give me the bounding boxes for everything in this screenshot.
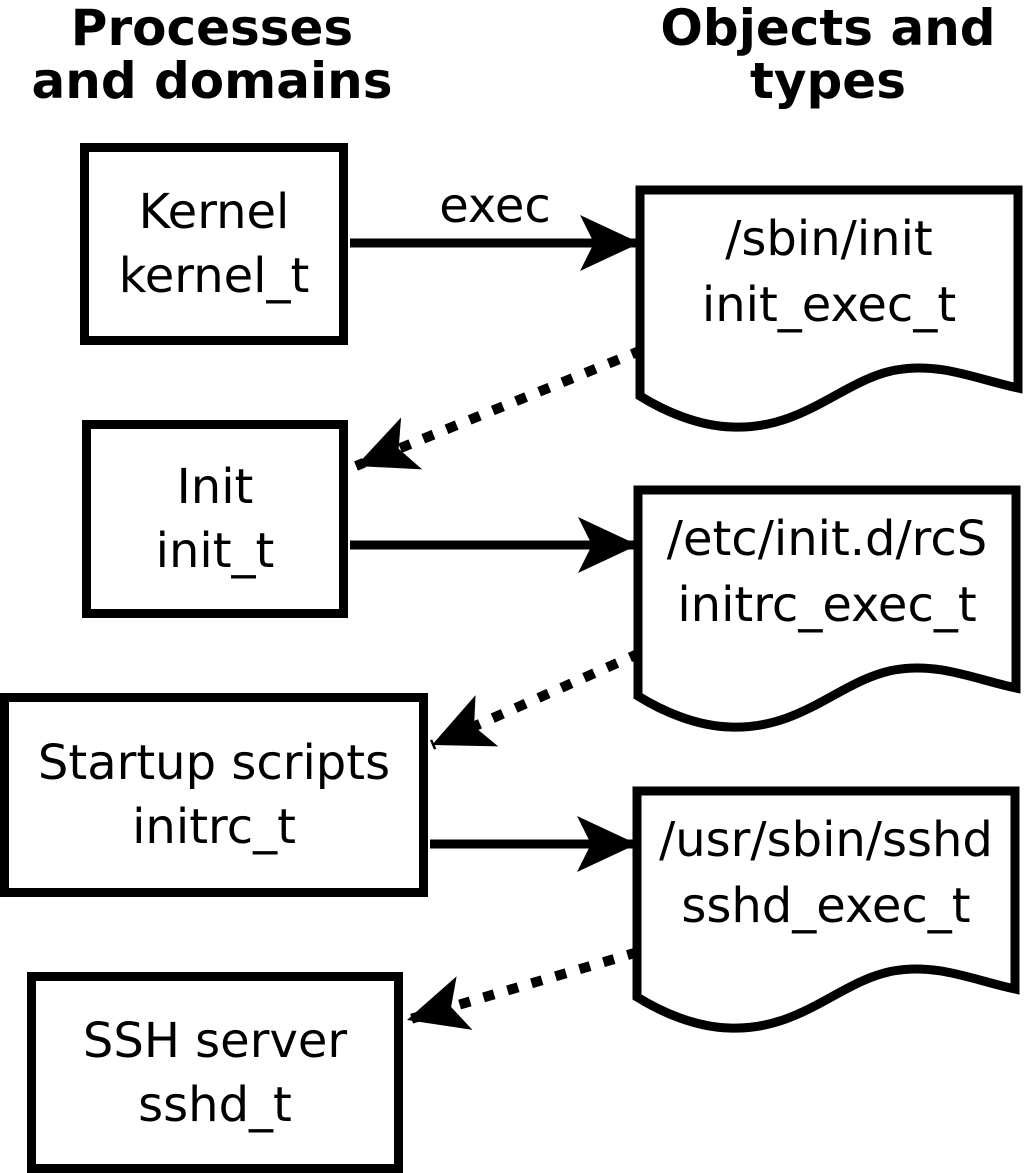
column-header-processes: Processes and domains: [22, 2, 402, 108]
object-label-usr-sbin-sshd: /usr/sbin/sshd sshd_exec_t: [637, 807, 1015, 939]
object-type: sshd_exec_t: [681, 878, 971, 934]
object-label-etc-initd-rcs: /etc/init.d/rcS initrc_exec_t: [638, 506, 1016, 638]
process-domain: initrc_t: [132, 799, 296, 855]
process-name: Init: [176, 459, 254, 515]
transition-arrow-initexec-to-init: [354, 345, 644, 471]
exec-arrow-label: exec: [439, 178, 551, 234]
object-path: /sbin/init: [725, 211, 933, 267]
process-box-init: Init init_t: [82, 420, 348, 618]
process-domain: init_t: [155, 523, 275, 579]
object-type: initrc_exec_t: [677, 577, 977, 633]
object-label-sbin-init: /sbin/init init_exec_t: [640, 206, 1018, 338]
process-box-kernel: Kernel kernel_t: [80, 143, 348, 345]
object-type: init_exec_t: [701, 277, 957, 333]
object-path: /etc/init.d/rcS: [666, 511, 988, 567]
process-name: SSH server: [82, 1012, 348, 1069]
process-box-startup-scripts: Startup scripts initrc_t: [0, 693, 428, 897]
header-line: and domains: [31, 52, 393, 110]
header-line: Objects and: [660, 0, 996, 57]
process-name: Kernel: [138, 184, 290, 240]
process-box-ssh-server: SSH server sshd_t: [27, 972, 403, 1173]
header-line: Processes: [70, 0, 354, 57]
header-line: types: [750, 52, 906, 110]
process-domain: sshd_t: [138, 1076, 292, 1133]
process-name: Startup scripts: [37, 735, 391, 791]
process-domain: kernel_t: [118, 248, 310, 304]
document-shape-usr-sbin-sshd: [632, 786, 1020, 1033]
transition-arrow-initrcexec-to-initrc: [429, 648, 643, 750]
document-shape-sbin-init: [635, 185, 1023, 432]
document-shape-etc-initd-rcs: [633, 485, 1021, 732]
column-header-objects: Objects and types: [634, 2, 1022, 108]
object-path: /usr/sbin/sshd: [659, 812, 993, 868]
transition-arrow-sshdexec-to-sshd: [405, 947, 640, 1030]
